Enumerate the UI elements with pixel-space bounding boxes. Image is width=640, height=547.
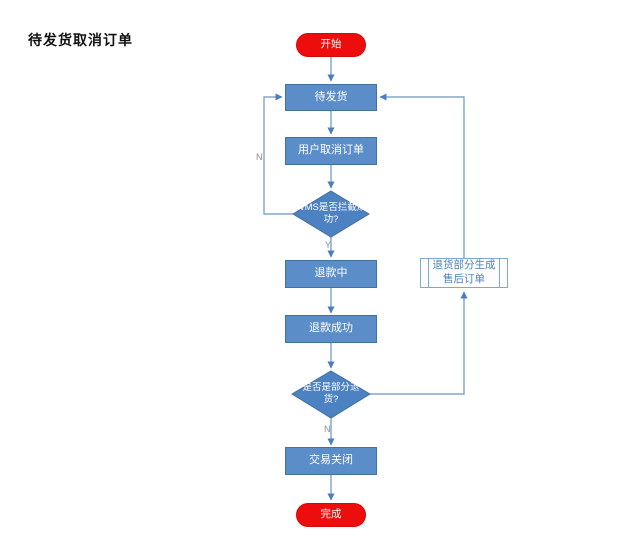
- page-title: 待发货取消订单: [28, 32, 133, 48]
- edge-wms-no-loop: [263, 93, 293, 215]
- node-end[interactable]: 完成: [296, 503, 366, 527]
- node-pending-shipment[interactable]: 待发货: [285, 84, 377, 111]
- edge-label-partial-no: N: [324, 424, 331, 434]
- node-start[interactable]: 开始: [296, 33, 366, 57]
- decision-wms-shape[interactable]: [292, 190, 370, 238]
- node-wms-intercept-decision-label: WMS是否拦截成功?: [295, 201, 367, 225]
- node-aftersale-order[interactable]: 退货部分生成售后订单: [420, 258, 508, 288]
- node-refunding[interactable]: 退款中: [285, 260, 377, 288]
- node-user-cancel-order[interactable]: 用户取消订单: [285, 137, 377, 165]
- node-partial-return-decision-label: 是否是部分退货?: [302, 381, 360, 405]
- subroutine-left-bar: [428, 259, 429, 287]
- node-transaction-closed[interactable]: 交易关闭: [285, 447, 377, 475]
- node-refund-success[interactable]: 退款成功: [285, 315, 377, 343]
- node-aftersale-order-label: 退货部分生成售后订单: [432, 259, 496, 285]
- edge-label-wms-no: N: [256, 152, 263, 162]
- edge-partial-yes-to-aftersale: [370, 291, 468, 395]
- decision-partial-shape[interactable]: [291, 370, 371, 419]
- subroutine-right-bar: [499, 259, 500, 287]
- edge-aftersale-to-pending: [379, 93, 465, 258]
- edge-label-wms-yes: Y: [325, 240, 332, 250]
